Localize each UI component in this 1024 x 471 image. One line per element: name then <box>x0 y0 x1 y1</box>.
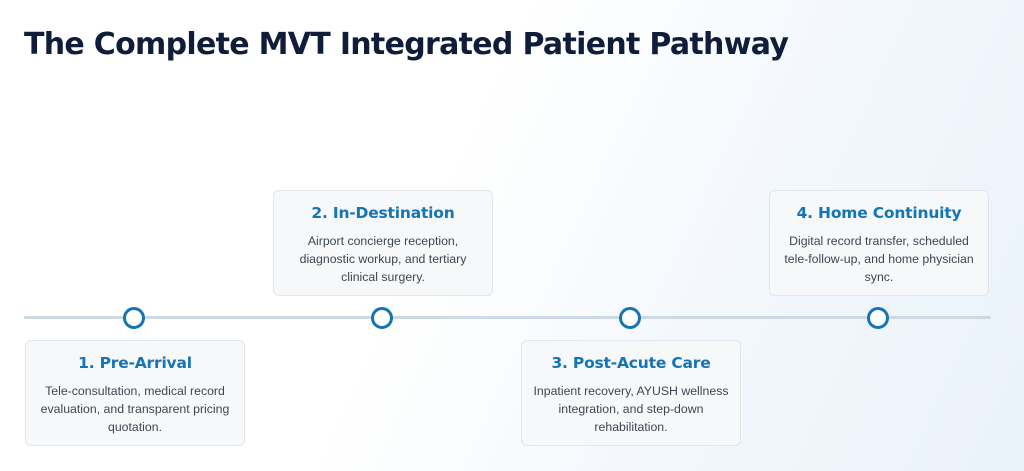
timeline-node-post-acute-care <box>619 307 641 329</box>
timeline-node-home-continuity <box>867 307 889 329</box>
step-title: 1. Pre-Arrival <box>78 354 192 372</box>
step-description: Digital record transfer, scheduled tele-… <box>784 234 974 284</box>
timeline-node-in-destination <box>371 307 393 329</box>
step-description: Airport concierge reception, diagnostic … <box>299 234 467 284</box>
step-description: Inpatient recovery, AYUSH wellness integ… <box>533 384 729 434</box>
step-card-post-acute-care: 3. Post-Acute Care Inpatient recovery, A… <box>521 340 741 446</box>
step-card-home-continuity: 4. Home Continuity Digital record transf… <box>769 190 989 296</box>
step-title: 3. Post-Acute Care <box>551 354 711 372</box>
step-title: 4. Home Continuity <box>796 204 962 222</box>
step-title: 2. In-Destination <box>311 204 455 222</box>
timeline-line <box>24 316 991 319</box>
step-description: Tele-consultation, medical record evalua… <box>40 384 230 434</box>
step-card-pre-arrival: 1. Pre-Arrival Tele-consultation, medica… <box>25 340 245 446</box>
timeline-node-pre-arrival <box>123 307 145 329</box>
page-title: The Complete MVT Integrated Patient Path… <box>24 27 789 62</box>
step-card-in-destination: 2. In-Destination Airport concierge rece… <box>273 190 493 296</box>
